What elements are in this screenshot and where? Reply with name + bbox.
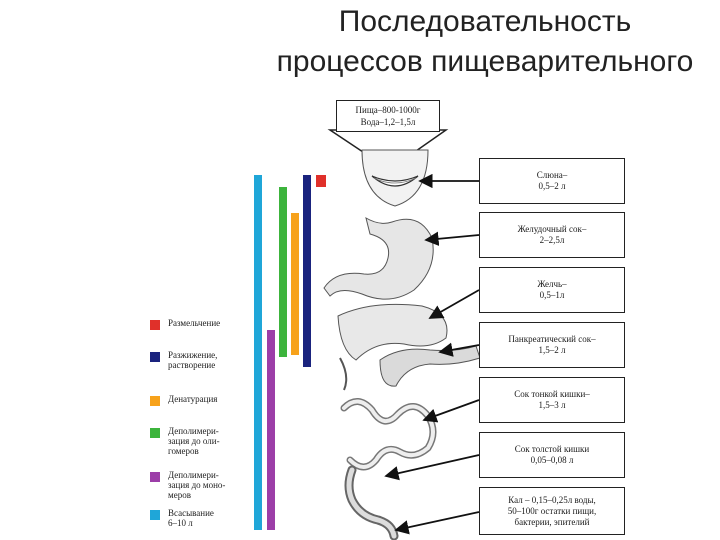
legend-swatch bbox=[150, 428, 160, 438]
secretion-box-feces: Кал – 0,15–0,25л воды, 50–100г остатки п… bbox=[479, 487, 625, 535]
secretion-box-pancreatic-juice: Панкреатический сок– 1,5–2 л bbox=[479, 322, 625, 368]
secretion-box-saliva: Слюна– 0,5–2 л bbox=[479, 158, 625, 204]
stomach-illustration bbox=[323, 216, 434, 300]
mouth-illustration bbox=[361, 149, 429, 207]
arrow-small-intestine-juice bbox=[422, 399, 480, 423]
legend-swatch bbox=[150, 352, 160, 362]
intake-food: Пища–800-1000г bbox=[355, 105, 421, 115]
small-intestine-illustration bbox=[340, 398, 437, 471]
arrow-large-intestine-juice bbox=[384, 454, 480, 481]
legend-swatch bbox=[150, 320, 160, 330]
legend-label: Размельчение bbox=[168, 318, 221, 328]
title-line-2: процессов пищеварительного bbox=[276, 45, 694, 78]
arrow-feces bbox=[394, 511, 480, 535]
bar-denaturation bbox=[291, 213, 299, 355]
intake-box: Пища–800-1000г Вода–1,2–1,5л bbox=[336, 100, 440, 132]
liver-pancreas-illustration bbox=[337, 303, 481, 391]
arrow-gastric-juice bbox=[424, 231, 480, 246]
legend-label: Деполимери- зация до оли- гомеров bbox=[168, 426, 220, 456]
large-intestine-illustration bbox=[344, 465, 399, 540]
legend-swatch bbox=[150, 472, 160, 482]
bar-dilution bbox=[303, 175, 311, 367]
bar-oligomer-depolymerization bbox=[279, 187, 287, 357]
legend-label: Денатурация bbox=[168, 394, 218, 404]
secretion-box-bile: Желчь– 0,5–1л bbox=[479, 267, 625, 313]
arrow-pancreatic-juice bbox=[438, 342, 480, 357]
bar-monomer-depolymerization bbox=[267, 330, 275, 530]
secretion-box-gastric-juice: Желудочный сок– 2–2,5л bbox=[479, 212, 625, 258]
secretion-box-small-intestine-juice: Сок тонкой кишки– 1,5–3 л bbox=[479, 377, 625, 423]
page-title: Последовательность процессов пищеварител… bbox=[250, 2, 720, 82]
legend-label: Деполимери- зация до моно- меров bbox=[168, 470, 226, 500]
secretion-box-large-intestine-juice: Сок толстой кишки 0,05–0,08 л bbox=[479, 432, 625, 478]
legend-swatch bbox=[150, 510, 160, 520]
legend-label: Всасывание 6–10 л bbox=[168, 508, 214, 528]
bar-absorption bbox=[254, 175, 262, 530]
legend-swatch bbox=[150, 396, 160, 406]
intake-water: Вода–1,2–1,5л bbox=[360, 117, 416, 127]
arrow-bile bbox=[428, 289, 480, 319]
bar-grinding bbox=[316, 175, 326, 187]
legend-label: Разжижение, растворение bbox=[168, 350, 218, 370]
title-line-1: Последовательность bbox=[338, 5, 632, 38]
